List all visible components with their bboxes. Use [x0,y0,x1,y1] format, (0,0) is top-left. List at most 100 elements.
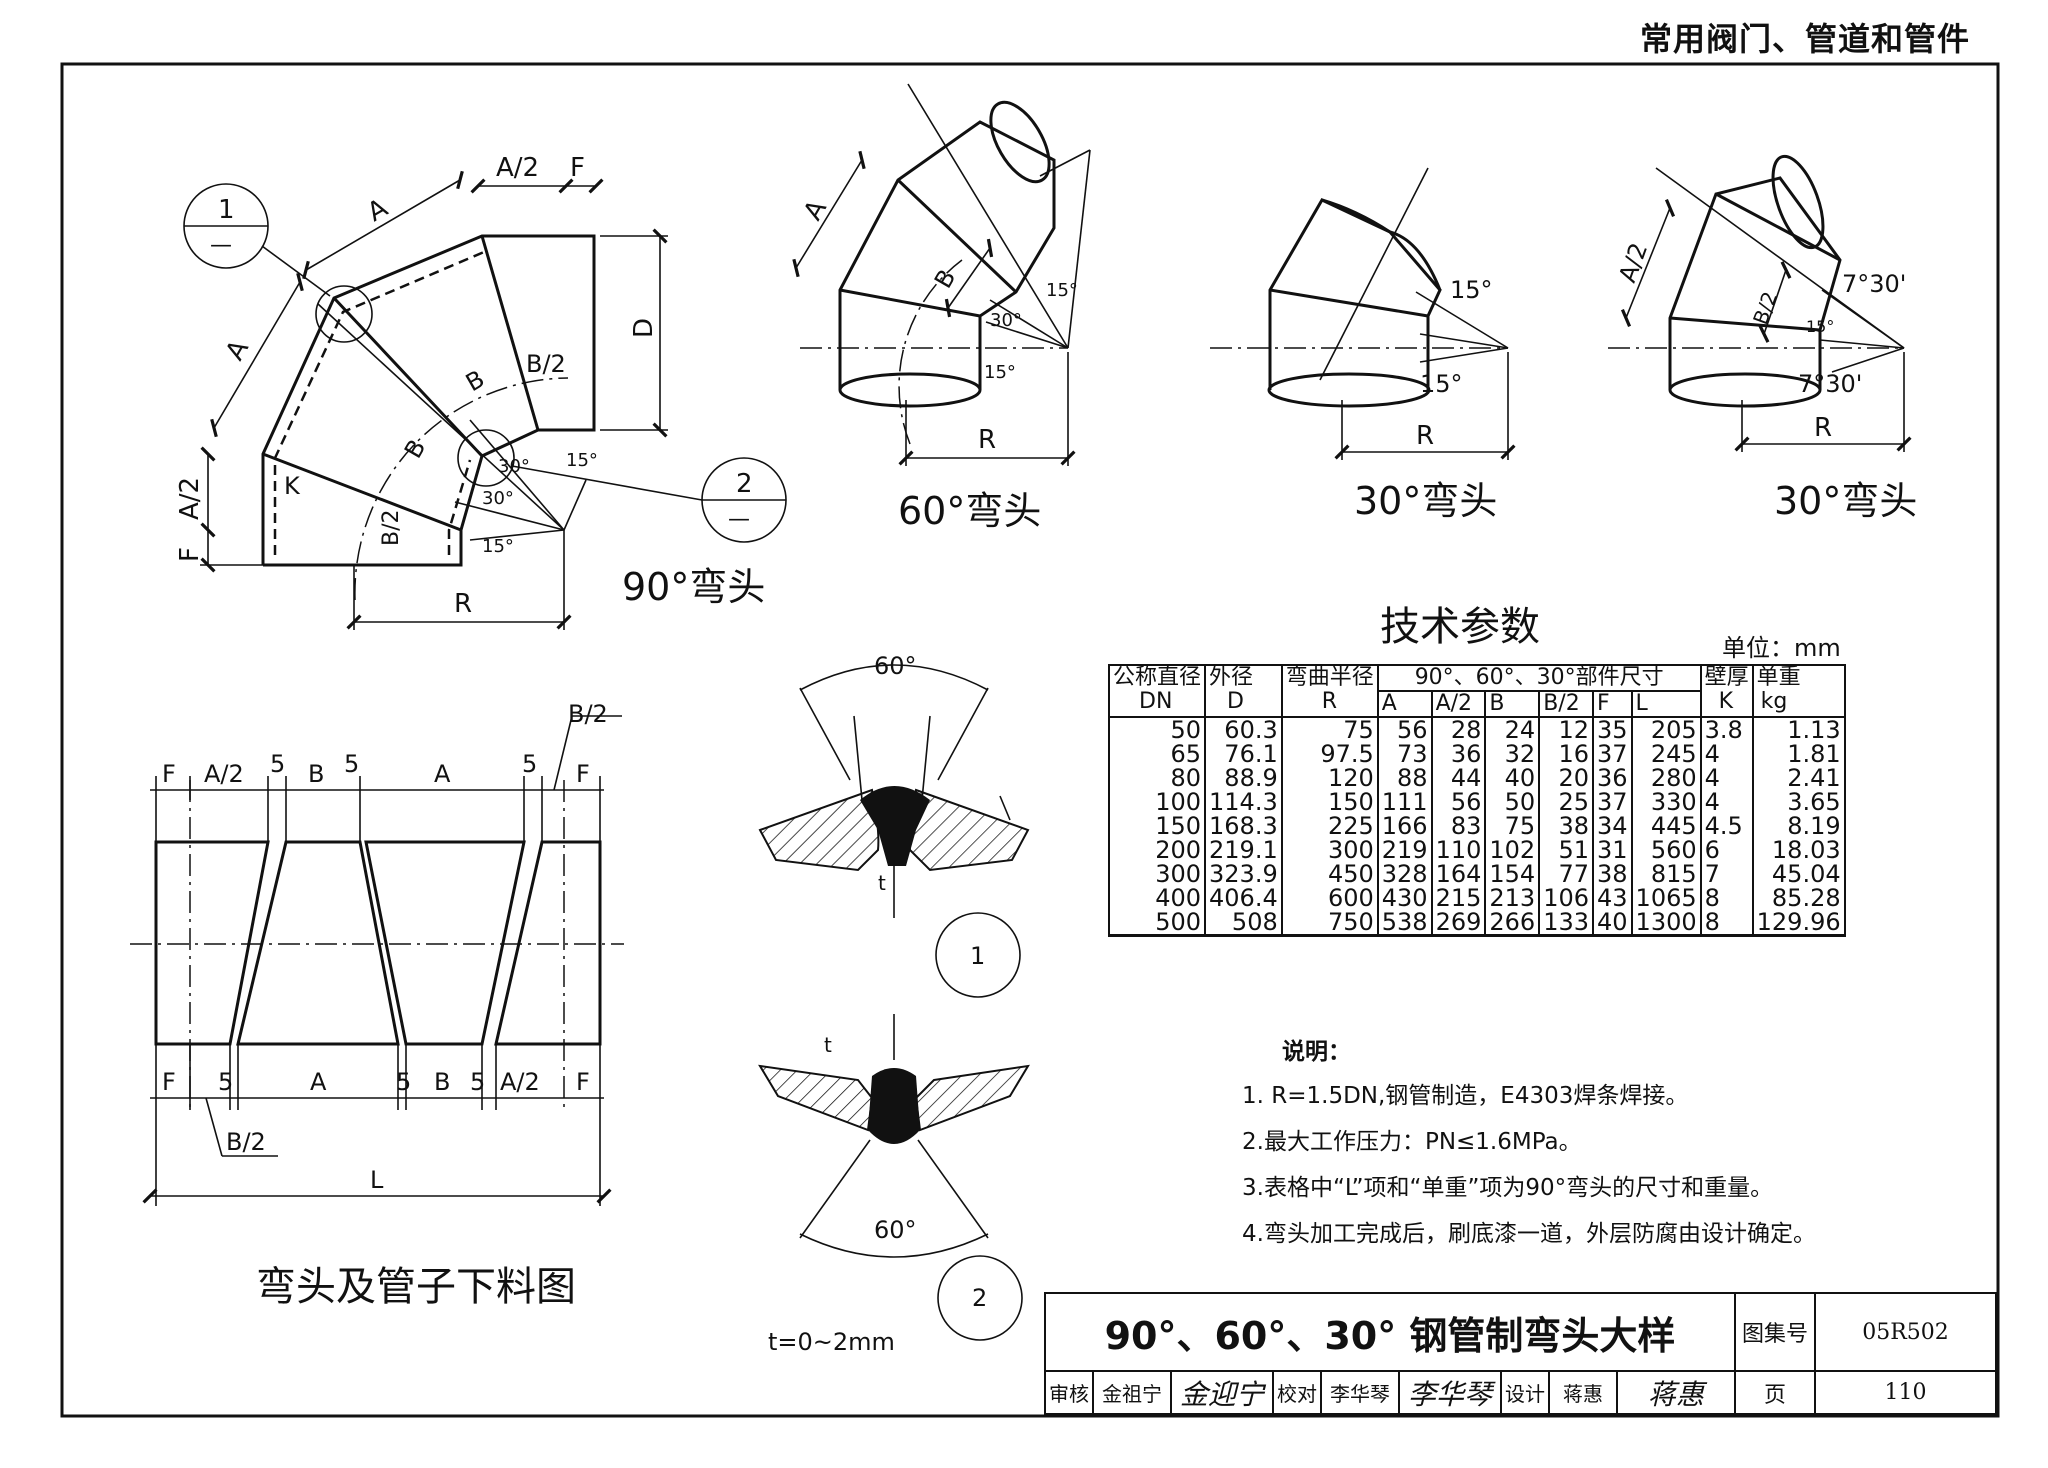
elbow60-label-R: R [978,425,996,455]
check-label: 校对 [1272,1370,1322,1415]
table-cell: 150 [1107,814,1207,838]
elbow90-label-B-lower: B [399,435,431,463]
elbow60-label-30: 30° [990,310,1022,331]
page-label: 页 [1734,1370,1816,1415]
cut-top-B: B [308,760,324,788]
table-cell: 7 [1699,862,1754,886]
table-cell: 100 [1107,790,1207,814]
table-cell: 110 [1430,838,1487,862]
elbow60-label-A: A [798,195,833,226]
design-label: 设计 [1500,1370,1550,1415]
table-cell: 280 [1630,766,1702,790]
weld1-t: t [878,871,886,895]
table-cell: 219 [1376,838,1433,862]
title-block: 90°、60°、30° 钢管制弯头大样 图集号 05R502 审核 金祖宁 金迎… [1044,1292,1997,1415]
table-cell: 500 [1107,910,1207,937]
table-cell: 129.96 [1751,910,1846,937]
elbow90-label-A-left: A [220,335,255,366]
elbow90-label-30-upper: 30° [498,456,530,477]
table-cell: 37 [1592,742,1633,766]
callout-1-dash: — [210,233,232,258]
note-2: 2.最大工作压力：PN≤1.6MPa。 [1242,1129,1582,1155]
table-cell: 38 [1538,814,1594,838]
note-3: 3.表格中“L”项和“单重”项为90°弯头的尺寸和重量。 [1242,1175,1774,1201]
table-cell: 111 [1376,790,1433,814]
table-cell: 8 [1699,910,1754,937]
table-cell: 77 [1538,862,1594,886]
table-cell: 750 [1280,910,1379,937]
cut-top-5-a: 5 [270,750,285,778]
table-cell: 80 [1107,766,1207,790]
table-cell: 4.5 [1699,814,1754,838]
table-cell: 88.9 [1204,766,1283,790]
table-cell: 219.1 [1204,838,1283,862]
table-cell: 600 [1280,886,1379,910]
table-cell: 430 [1376,886,1433,910]
note-4: 4.弯头加工完成后，刷底漆一道，外层防腐由设计确定。 [1242,1221,1816,1247]
cut-top-A: A [434,760,451,788]
table-cell: 36 [1430,742,1487,766]
table-cell: 83 [1430,814,1487,838]
table-cell: 28 [1430,717,1487,742]
table-unit: 单位：mm [1722,634,1841,662]
table-cell: 12 [1538,717,1594,742]
elbow30b-label-730-top: 7°30' [1842,270,1906,298]
callout-2-number: 2 [736,469,753,499]
elbow60-label-15-top: 15° [1046,280,1078,301]
weld1-angle: 60° [874,652,917,680]
table-cell: 1.13 [1751,717,1846,742]
table-cell: 269 [1430,910,1487,937]
table-cell: 1065 [1630,886,1702,910]
table-cell: 205 [1630,717,1702,742]
sub-header-B: B [1484,690,1541,718]
table-cell: 16 [1538,742,1594,766]
cutting-caption: 弯头及管子下料图 [256,1264,576,1310]
elbow90-label-30-lower: 30° [482,488,514,509]
review-label: 审核 [1044,1370,1094,1415]
table-cell: 3.8 [1699,717,1754,742]
atlas-no-label: 图集号 [1734,1292,1816,1372]
weld2-t: t [824,1033,832,1057]
table-cell: 2.41 [1751,766,1846,790]
table-cell: 65 [1107,742,1207,766]
elbow90-label-R: R [454,589,472,619]
table-cell: 75 [1280,717,1379,742]
designer-signature: 蒋惠 [1616,1370,1736,1415]
table-cell: 73 [1376,742,1433,766]
table-cell: 50 [1484,790,1541,814]
table-cell: 56 [1376,717,1433,742]
table-cell: 450 [1280,862,1379,886]
table-cell: 815 [1630,862,1702,886]
elbow90-label-A2-top: A/2 [496,153,539,183]
weld2-t-range: t=0~2mm [768,1328,895,1356]
table-cell: 8 [1699,886,1754,910]
page-number: 110 [1814,1370,1997,1415]
weld1-number: 1 [970,942,985,970]
weld2-angle: 60° [874,1216,917,1244]
table-title: 技术参数 [1380,604,1540,650]
drawing-frame [60,62,2000,1418]
cut-bottom-A: A [310,1068,327,1096]
cut-L: L [370,1166,384,1194]
table-cell: 400 [1107,886,1207,910]
cut-top-A2: A/2 [204,760,244,788]
cut-bottom-F-right: F [576,1068,590,1096]
table-cell: 225 [1280,814,1379,838]
table-cell: 200 [1107,838,1207,862]
table-cell: 40 [1484,766,1541,790]
reviewer-signature: 金迎宁 [1170,1370,1274,1415]
sub-header-F: F [1592,690,1633,718]
elbow30a-label-15-top: 15° [1450,276,1493,304]
callout-2-dash: — [728,507,750,532]
elbow90-label-F-top: F [570,153,585,183]
table-cell: 31 [1592,838,1633,862]
table-cell: 37 [1592,790,1633,814]
elbow30b-label-730-bottom: 7°30' [1798,370,1862,398]
table-cell: 44 [1430,766,1487,790]
